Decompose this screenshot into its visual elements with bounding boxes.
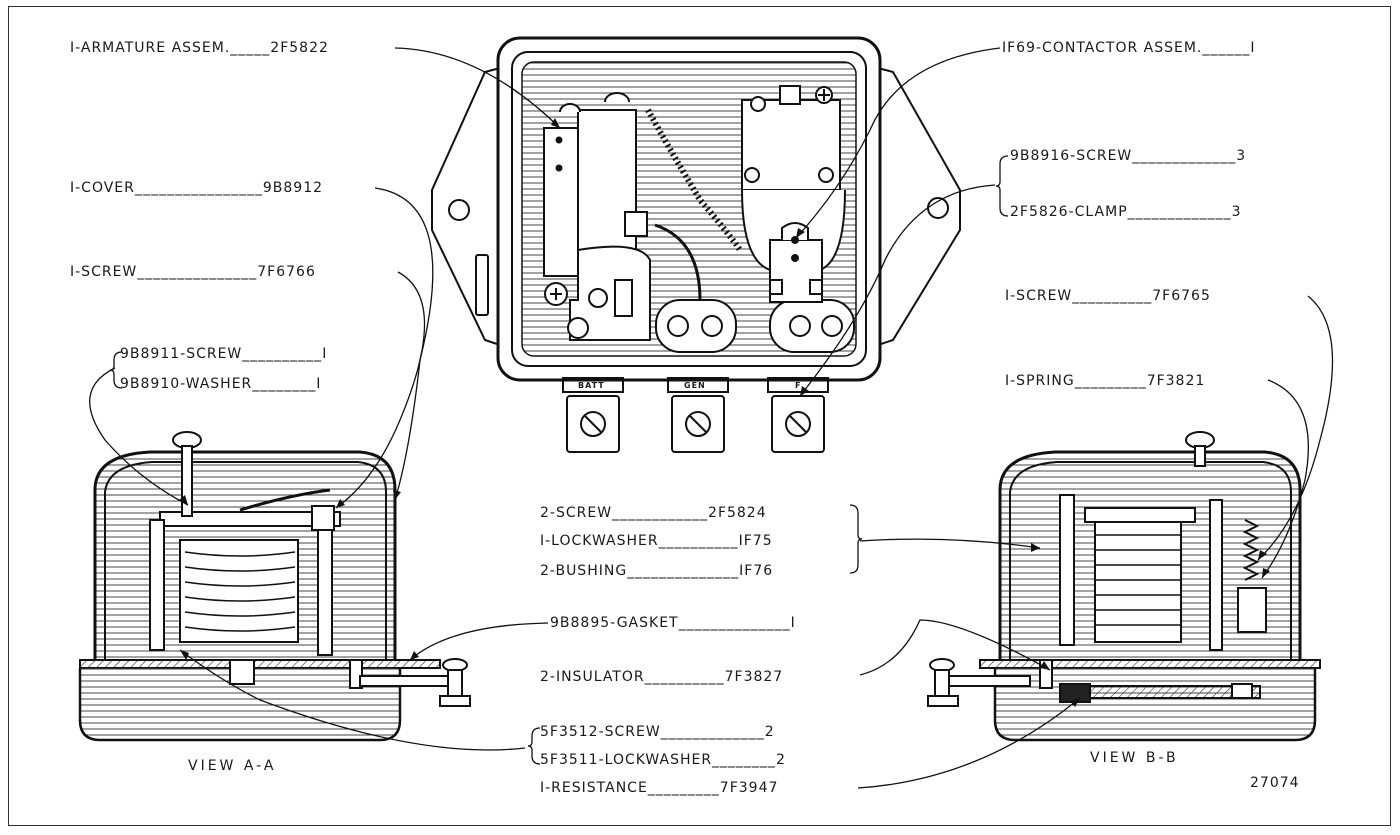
braces bbox=[109, 155, 1009, 765]
terminal-f-label: F bbox=[795, 381, 802, 390]
callout-resistance-7f3947: I-RESISTANCE_________7F3947 bbox=[540, 780, 779, 796]
callout-lockwasher-5f3511: 5F3511-LOCKWASHER________2 bbox=[540, 752, 786, 768]
callout-screw-7f6765: I-SCREW__________7F6765 bbox=[1005, 288, 1211, 304]
callout-cover: I-COVER________________9B8912 bbox=[70, 180, 324, 196]
terminal-batt-label: BATT bbox=[578, 381, 605, 390]
view-a-a-caption: VIEW A-A bbox=[188, 758, 277, 774]
figure-number: 27074 bbox=[1250, 775, 1300, 791]
figure-frame bbox=[8, 6, 1391, 826]
arrowheads bbox=[179, 118, 1270, 707]
callout-screw-9b8916: 9B8916-SCREW_____________3 bbox=[1010, 148, 1247, 164]
callout-screw-9b8911: 9B8911-SCREW__________I bbox=[120, 346, 328, 362]
callout-clamp-2f5826: 2F5826-CLAMP_____________3 bbox=[1010, 204, 1242, 220]
callout-insulator-7f3827: 2-INSULATOR__________7F3827 bbox=[540, 669, 784, 685]
view-b-b-drawing bbox=[927, 431, 1321, 742]
callout-screw-7f6766: I-SCREW_______________7F6766 bbox=[70, 264, 316, 280]
top-view-regulator bbox=[431, 36, 961, 453]
terminal-gen-label: GEN bbox=[684, 381, 706, 390]
callout-armature-assembly: I-ARMATURE ASSEM._____2F5822 bbox=[70, 40, 329, 56]
view-b-b-caption: VIEW B-B bbox=[1090, 750, 1179, 766]
callout-spring-7f3821: I-SPRING_________7F3821 bbox=[1005, 373, 1206, 389]
callout-lockwasher-1f75: I-LOCKWASHER__________IF75 bbox=[540, 533, 773, 549]
callout-bushing-1f76: 2-BUSHING______________IF76 bbox=[540, 563, 774, 579]
view-a-a-drawing bbox=[78, 431, 471, 742]
leader-lines bbox=[89, 47, 1334, 789]
callout-washer-9b8910: 9B8910-WASHER________I bbox=[120, 376, 322, 392]
callout-screw-5f3512: 5F3512-SCREW_____________2 bbox=[540, 724, 775, 740]
callout-screw-2f5824: 2-SCREW____________2F5824 bbox=[540, 505, 767, 521]
callout-gasket-9b8895: 9B8895-GASKET______________I bbox=[550, 615, 796, 631]
callout-contactor-assembly: IF69-CONTACTOR ASSEM.______I bbox=[1002, 40, 1256, 56]
